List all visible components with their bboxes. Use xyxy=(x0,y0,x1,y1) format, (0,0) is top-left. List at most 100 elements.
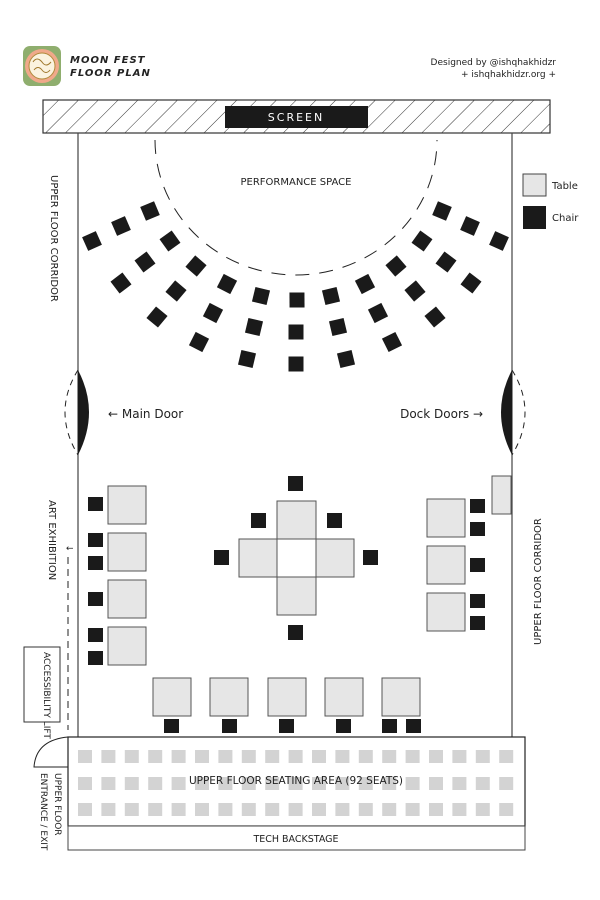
chair xyxy=(214,550,229,565)
tech-backstage-label: TECH BACKSTAGE xyxy=(252,834,338,845)
upper-floor-seat xyxy=(124,750,139,763)
upper-corridor-right-label: UPPER FLOOR CORRIDOR xyxy=(533,518,544,645)
table xyxy=(209,677,249,717)
chair xyxy=(470,594,485,608)
upper-floor-seat xyxy=(312,777,326,790)
title-line-1: MOON FEST xyxy=(70,55,146,66)
performance-chair xyxy=(460,216,480,236)
performance-chair xyxy=(489,231,509,251)
chair xyxy=(164,719,179,733)
upper-floor-seat xyxy=(499,750,514,763)
main-door[interactable] xyxy=(64,369,89,456)
chair xyxy=(88,556,103,570)
performance-chair xyxy=(424,306,446,328)
upper-floor-seat xyxy=(195,803,209,816)
table xyxy=(276,576,317,616)
screen-label: SCREEN xyxy=(268,111,324,124)
upper-floor-seat xyxy=(382,803,397,816)
upper-floor-seat xyxy=(358,803,373,816)
legend-chair-label: Chair xyxy=(552,213,579,224)
table xyxy=(107,485,147,525)
table xyxy=(107,532,147,572)
upper-floor-seat xyxy=(475,777,490,790)
chair xyxy=(279,719,294,733)
upper-entrance-label-1: UPPER FLOOR xyxy=(52,773,62,836)
performance-chair xyxy=(237,349,257,369)
upper-floor-seat xyxy=(171,750,186,763)
art-exhibition-arrow-icon: ↑ xyxy=(66,544,76,552)
performance-chair xyxy=(432,201,452,221)
performance-chair xyxy=(140,201,160,221)
table xyxy=(267,677,307,717)
upper-floor-seat xyxy=(405,777,420,790)
chair xyxy=(470,499,485,513)
upper-floor-seat xyxy=(195,777,209,790)
upper-floor-seat xyxy=(358,777,373,790)
chair xyxy=(363,550,378,565)
upper-floor-seat xyxy=(101,777,116,790)
chair xyxy=(288,625,303,640)
upper-floor-seat xyxy=(429,750,443,763)
chair xyxy=(222,719,237,733)
chair xyxy=(470,558,485,572)
chair xyxy=(336,719,351,733)
screen xyxy=(225,106,368,128)
upper-floor-seat xyxy=(148,803,163,816)
credit-line-1: Designed by @ishqhakhidzr xyxy=(431,58,557,68)
upper-floor-seat xyxy=(335,777,350,790)
performance-space-label: PERFORMANCE SPACE xyxy=(240,177,351,188)
upper-floor-seat xyxy=(78,750,92,763)
performance-chair xyxy=(185,255,207,277)
upper-entrance-door[interactable] xyxy=(33,736,69,768)
chair xyxy=(88,533,103,547)
chair xyxy=(470,616,485,630)
table xyxy=(491,475,512,515)
upper-floor-seat xyxy=(101,803,116,816)
chair xyxy=(88,592,103,606)
upper-floor-seat xyxy=(148,777,163,790)
performance-chair xyxy=(202,302,224,324)
performance-chair xyxy=(404,280,426,302)
accessibility-lift[interactable] xyxy=(23,646,61,723)
upper-floor-seat xyxy=(335,803,350,816)
upper-entrance-label-2: ENTRANCE / EXIT xyxy=(38,773,48,851)
chair xyxy=(406,719,421,733)
table xyxy=(152,677,192,717)
upper-floor-seat xyxy=(171,777,186,790)
table xyxy=(426,592,466,632)
upper-floor-seat xyxy=(241,803,256,816)
chair xyxy=(327,513,342,528)
table xyxy=(426,545,466,585)
upper-floor-seat xyxy=(499,803,514,816)
table xyxy=(107,626,147,666)
upper-floor-seat xyxy=(148,750,163,763)
upper-floor-seat xyxy=(241,750,256,763)
upper-floor-seat xyxy=(405,750,420,763)
upper-floor-seat xyxy=(288,777,303,790)
dock-doors-label: Dock Doors → xyxy=(400,407,483,421)
table xyxy=(381,677,421,717)
title-line-2: FLOOR PLAN xyxy=(70,68,151,79)
performance-chair xyxy=(134,251,156,273)
chair xyxy=(251,513,266,528)
chair xyxy=(382,719,397,733)
table xyxy=(426,498,466,538)
chair xyxy=(88,628,103,642)
table xyxy=(315,538,355,578)
performance-chair xyxy=(381,331,403,353)
moon-fest-logo xyxy=(23,46,61,86)
chair xyxy=(288,476,303,491)
upper-floor-seat xyxy=(265,777,280,790)
performance-chair xyxy=(288,324,304,340)
dock-doors[interactable] xyxy=(501,369,526,456)
upper-floor-seat xyxy=(312,803,326,816)
legend-table-swatch xyxy=(522,173,547,197)
seating-area-label: UPPER FLOOR SEATING AREA (92 SEATS) xyxy=(189,775,403,787)
performance-chair xyxy=(111,216,131,236)
upper-floor-seat xyxy=(475,803,490,816)
upper-floor-seat xyxy=(429,803,443,816)
upper-floor-seat xyxy=(101,750,116,763)
upper-floor-seat xyxy=(195,750,209,763)
upper-floor-seat xyxy=(78,803,92,816)
upper-floor-seat xyxy=(499,777,514,790)
